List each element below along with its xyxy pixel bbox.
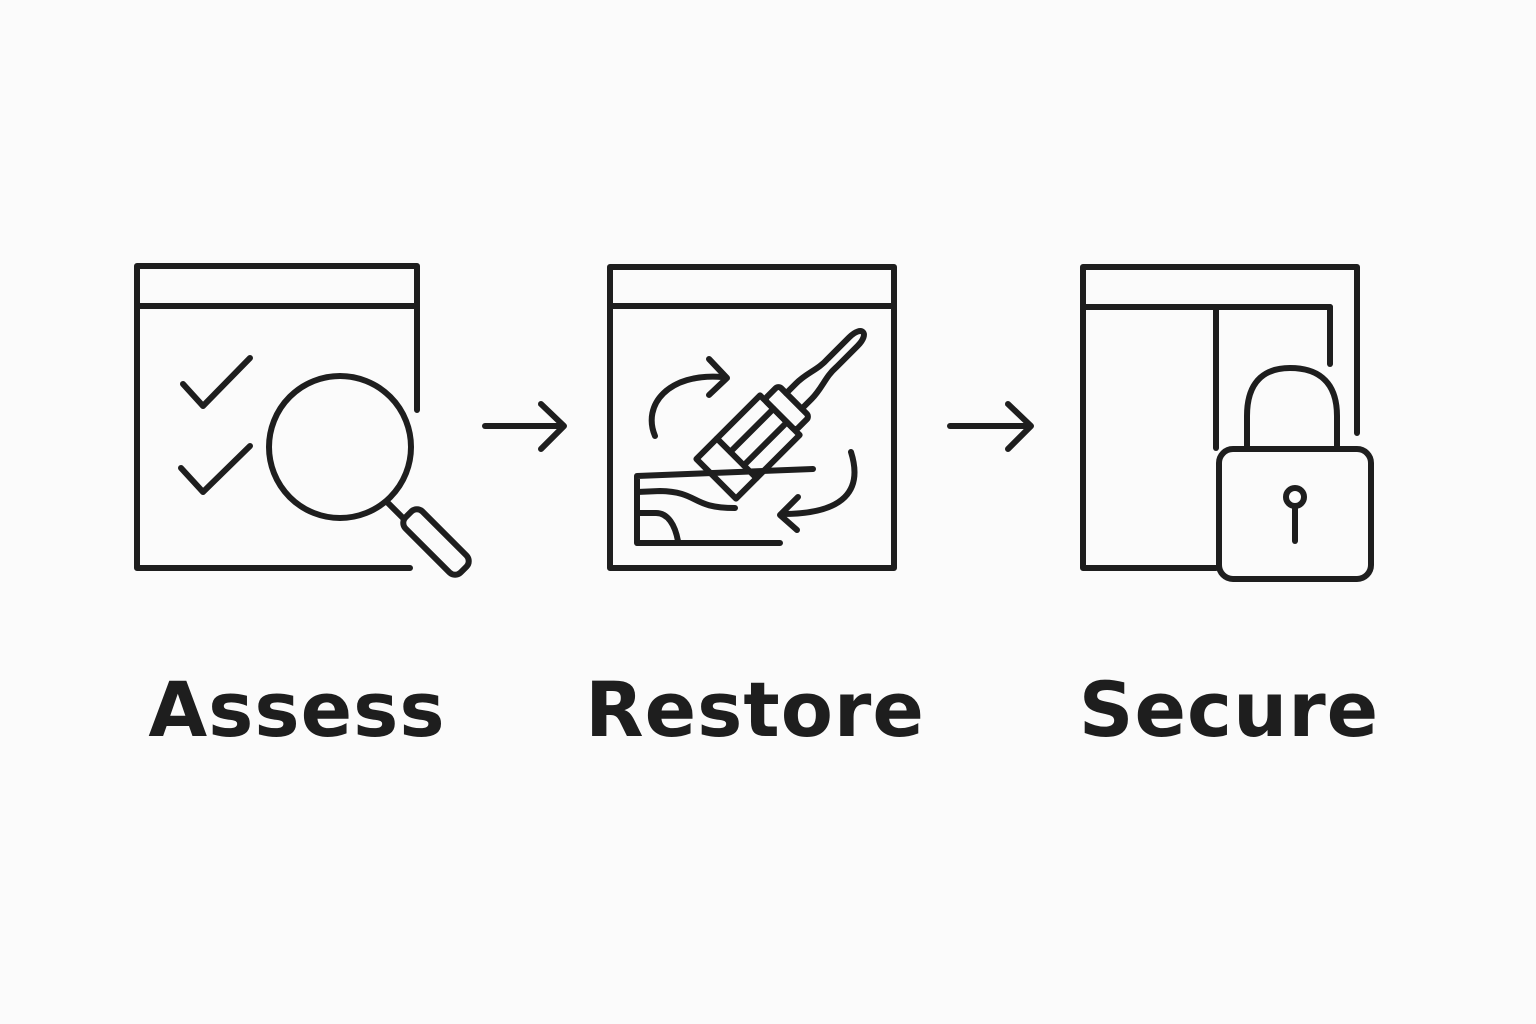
window-checklist-magnifier-icon [134,263,472,578]
checkmark-icon [180,355,253,409]
paintbrush-icon [693,328,867,502]
secure-window-frame [1080,264,1360,571]
window-padlock-icon [1080,264,1374,582]
window-paintbrush-repair-icon [607,264,897,571]
curved-arrow-icon [648,356,730,439]
step-label-assess: Assess [148,665,446,754]
padlock-icon [1216,365,1374,582]
arrow-right-icon [482,401,567,452]
curved-arrow-icon [777,449,858,533]
damaged-board-icon [634,466,816,546]
magnifier-icon [266,373,472,578]
assess-window-frame [134,263,420,571]
restore-window-frame [607,264,897,571]
arrow-right-icon [947,401,1034,452]
step-label-restore: Restore [585,665,925,754]
step-label-secure: Secure [1078,665,1380,754]
checkmark-icon [178,443,253,495]
